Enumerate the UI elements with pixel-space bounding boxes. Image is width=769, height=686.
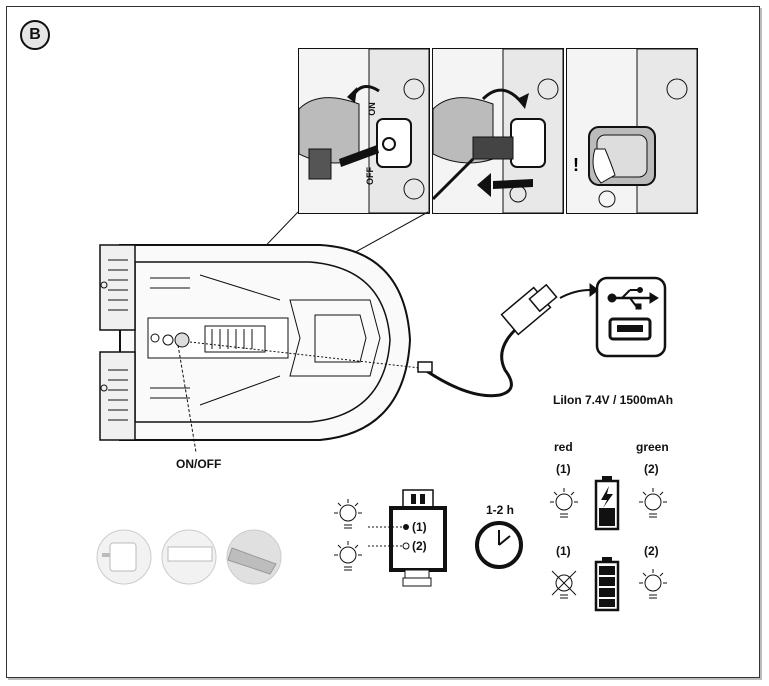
lamp-off-icon xyxy=(551,570,577,599)
switch-press-illustration: ! xyxy=(573,49,697,213)
device-led2-label: (2) xyxy=(412,539,427,553)
charging-led2-label: (2) xyxy=(644,462,659,476)
switch-label: ON/OFF xyxy=(176,457,222,471)
step-panel-1: ON OFF xyxy=(298,48,430,214)
full-led1-label: (1) xyxy=(556,544,571,558)
charger-photos xyxy=(96,529,282,585)
device-body xyxy=(99,244,412,441)
device-led1-label: (1) xyxy=(412,520,427,534)
usb-icon xyxy=(607,287,659,310)
battery-full-icon xyxy=(594,557,620,612)
red-label: red xyxy=(554,440,573,454)
lamp-icon xyxy=(334,541,362,571)
lamp-icon xyxy=(639,488,667,518)
svg-text:!: ! xyxy=(573,155,579,175)
section-badge: B xyxy=(20,20,50,50)
charging-led1-label: (1) xyxy=(556,462,571,476)
clock-icon xyxy=(475,521,523,569)
green-label: green xyxy=(636,440,669,454)
step-panel-2 xyxy=(432,48,564,214)
full-led2-label: (2) xyxy=(644,544,659,558)
charge-time: 1-2 h xyxy=(486,503,515,517)
connector-plug-illustration xyxy=(433,49,563,213)
battery-charging-icon xyxy=(594,476,620,531)
usb-cable xyxy=(417,283,599,398)
lamp-icon xyxy=(550,488,578,518)
lamp-icon xyxy=(334,499,362,529)
connector-unplug-illustration xyxy=(299,49,429,213)
battery-spec: LiIon 7.4V / 1500mAh xyxy=(553,393,674,407)
indicator-device xyxy=(368,489,447,587)
lamp-icons xyxy=(334,488,667,599)
lamp-icon xyxy=(639,569,667,599)
step-panel-3: ! xyxy=(566,48,698,214)
